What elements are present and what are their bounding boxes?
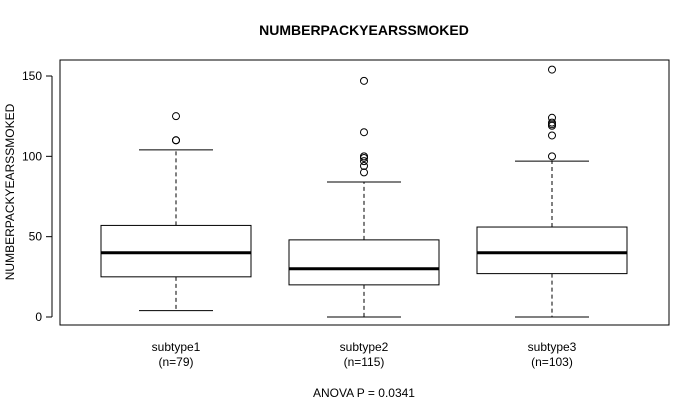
outlier-point xyxy=(360,168,368,177)
iqr-box xyxy=(100,224,252,278)
box-subtype2 xyxy=(288,76,440,318)
outlier-point xyxy=(360,157,368,166)
outlier-point xyxy=(172,136,180,145)
box-subtype1 xyxy=(100,112,252,312)
outlier-point xyxy=(548,131,556,140)
x-axis-labels: subtype1(n=79) subtype2(n=115) subtype3(n=… xyxy=(152,340,577,369)
chart-title: NUMBERPACKYEARSSMOKED xyxy=(259,22,469,38)
y-tick-label: 100 xyxy=(22,149,42,163)
y-axis: 0 50 100 150 xyxy=(22,69,53,324)
x-category-label: subtype3 xyxy=(528,340,577,354)
x-category-count: (n=115) xyxy=(344,355,385,369)
outlier-point xyxy=(548,113,556,122)
y-axis-label: NUMBERPACKYEARSSMOKED xyxy=(3,103,17,280)
outlier-point xyxy=(548,152,556,161)
y-tick-label: 0 xyxy=(35,310,42,324)
iqr-box xyxy=(288,239,440,286)
plot-frame xyxy=(59,59,670,326)
outlier-point xyxy=(360,76,368,85)
x-category-count: (n=103) xyxy=(531,355,573,369)
outlier-point xyxy=(548,118,556,127)
boxes-group xyxy=(100,65,628,318)
anova-annotation: ANOVA P = 0.0341 xyxy=(313,386,415,400)
outlier-point xyxy=(360,152,368,161)
x-category-label: subtype2 xyxy=(340,340,389,354)
outlier-point xyxy=(360,128,368,137)
outlier-point xyxy=(360,161,368,170)
y-tick-label: 50 xyxy=(29,230,43,244)
outlier-point xyxy=(548,65,556,74)
iqr-box xyxy=(476,226,628,275)
y-tick-label: 150 xyxy=(22,69,42,83)
outlier-point xyxy=(172,112,180,121)
box-subtype3 xyxy=(476,65,628,318)
x-category-count: (n=79) xyxy=(158,355,193,369)
x-category-label: subtype1 xyxy=(152,340,201,354)
